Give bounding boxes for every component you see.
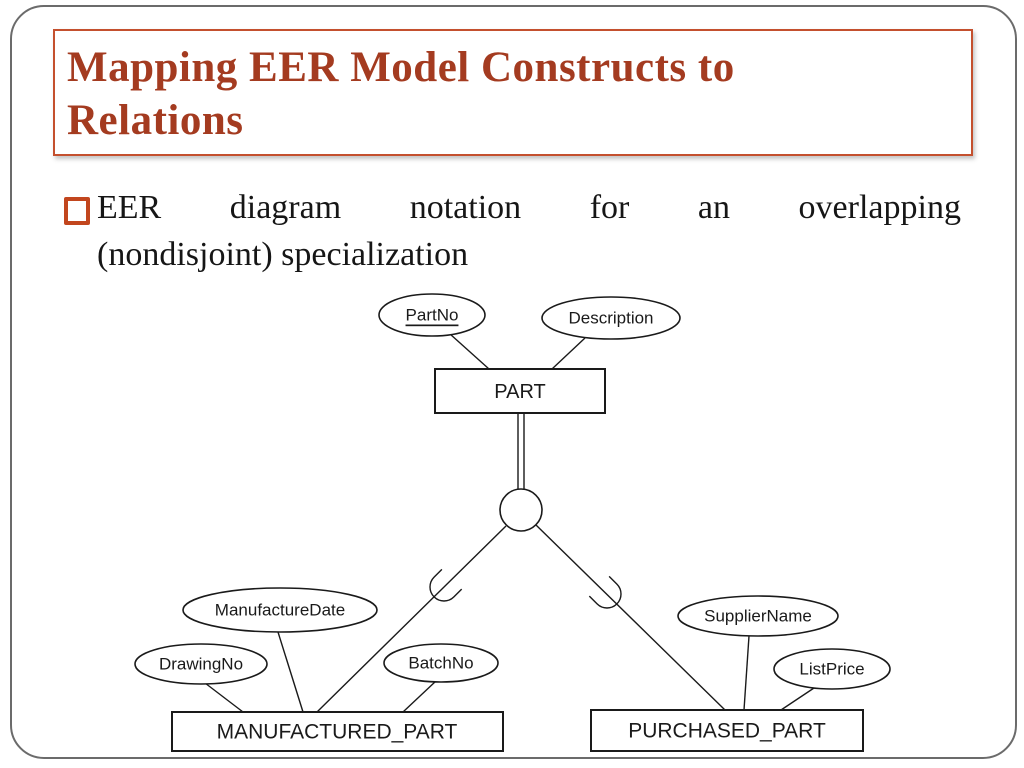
- attribute-drawingno-ellipse: [134, 643, 268, 685]
- attribute-suppliername-label: SupplierName: [704, 607, 812, 626]
- entity-part-label: PART: [494, 381, 546, 403]
- attribute-manufacturedate-label: ManufactureDate: [215, 601, 345, 620]
- bullet-word: EER: [97, 189, 162, 226]
- page-title-line1: Mapping EER Model Constructs to: [67, 44, 735, 91]
- attribute-description-label: Description: [568, 309, 653, 328]
- entity-purchased-part-label: PURCHASED_PART: [628, 720, 826, 743]
- connector-description-part: [551, 337, 586, 370]
- title-box: Mapping EER Model Constructs to Relation…: [53, 29, 973, 156]
- attribute-batchno-label: BatchNo: [408, 654, 473, 673]
- connector-manufacturedate: [277, 631, 304, 713]
- connector-circle-manufactured: [316, 525, 507, 713]
- entity-manufactured-part-box: [171, 711, 504, 752]
- connector-listprice: [780, 687, 815, 711]
- connector-batchno: [402, 680, 437, 713]
- page-title-line2: Relations: [67, 97, 244, 144]
- bullet-line2: (nondisjoint) specialization: [97, 236, 469, 273]
- bullet-word: notation: [409, 189, 522, 226]
- attribute-batchno-ellipse: [383, 643, 499, 683]
- specialization-circle: [499, 488, 543, 532]
- bullet-word: overlapping: [798, 189, 961, 226]
- page-title: Mapping EER Model Constructs to Relation…: [67, 41, 971, 147]
- subset-symbol-left-icon: [429, 568, 463, 602]
- bullet-paragraph: EER diagram notation for an overlapping …: [97, 184, 961, 278]
- slide-border-frame: [10, 5, 1017, 759]
- connector-suppliername: [743, 635, 750, 711]
- bullet-line1: EER diagram notation for an overlapping: [97, 184, 961, 231]
- attribute-partno-label: PartNo: [406, 306, 459, 325]
- attribute-manufacturedate-ellipse: [182, 587, 378, 633]
- entity-part-box: [434, 368, 606, 414]
- connector-drawingno: [204, 682, 244, 713]
- bullet-word: for: [589, 189, 630, 226]
- bullet-word: an: [697, 189, 730, 226]
- attribute-drawingno-label: DrawingNo: [159, 655, 243, 674]
- connector-partno-part: [449, 333, 490, 370]
- subset-symbol-right-icon: [588, 575, 622, 609]
- attribute-listprice-label: ListPrice: [799, 660, 864, 679]
- bullet-word: diagram: [229, 189, 342, 226]
- attribute-description-ellipse: [541, 296, 681, 340]
- attribute-suppliername-ellipse: [677, 595, 839, 637]
- connector-circle-purchased: [535, 524, 726, 711]
- attribute-listprice-ellipse: [773, 648, 891, 690]
- attribute-partno-ellipse: [378, 293, 486, 337]
- entity-manufactured-part-label: MANUFACTURED_PART: [217, 721, 458, 744]
- bullet-square-icon: [64, 197, 90, 225]
- entity-purchased-part-box: [590, 709, 864, 752]
